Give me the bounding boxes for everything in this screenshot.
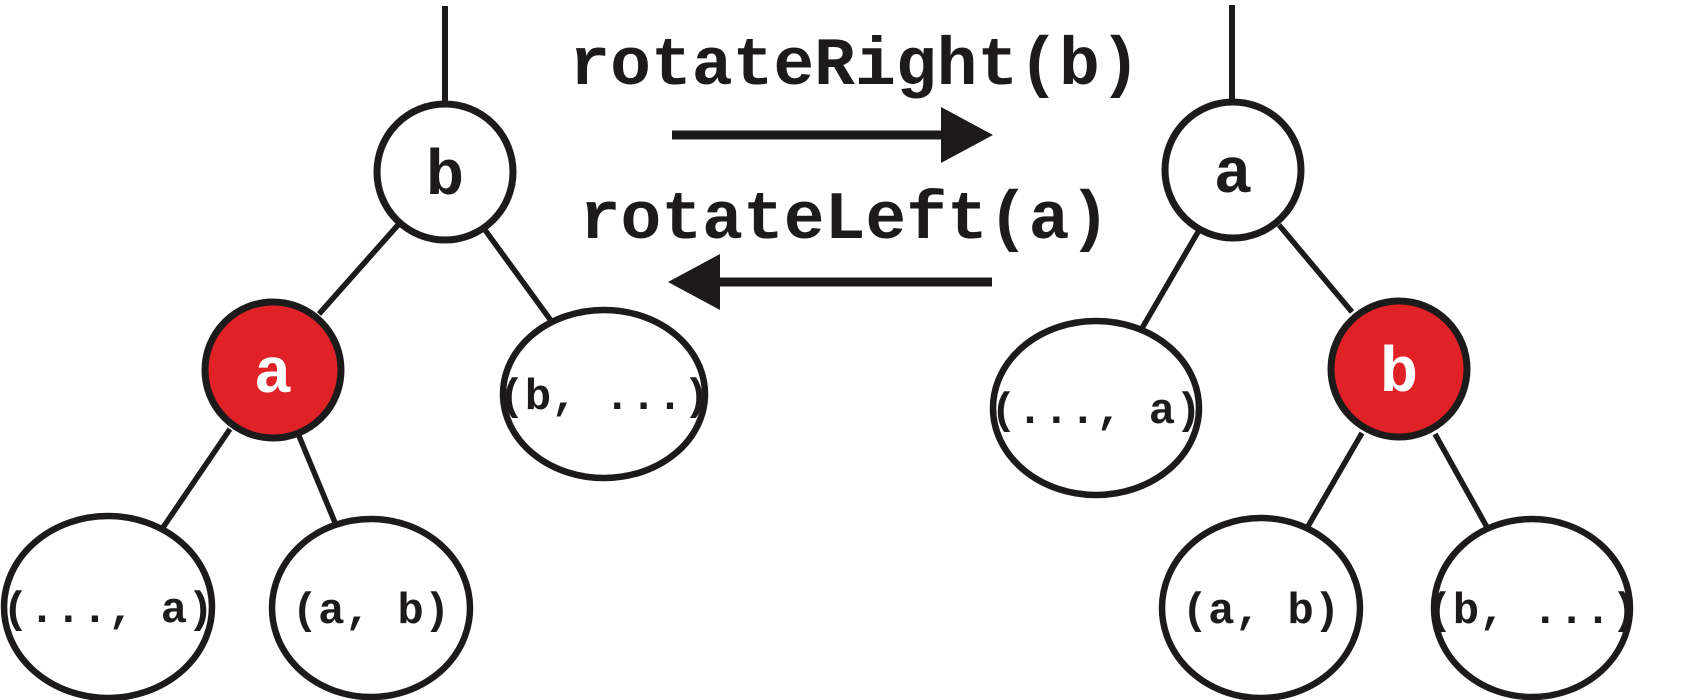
right-tree-red-child-node: [1327, 297, 1471, 441]
right-tree-middle-subtree-label: (a, b): [1182, 587, 1340, 637]
left-tree-middle-subtree-ellipse: [268, 515, 474, 700]
right-tree-rightmost-subtree-label: (b, ...): [1426, 587, 1637, 637]
left-tree-red-child-node: [201, 298, 345, 442]
left-tree-root-node: [373, 100, 517, 244]
left-tree-right-subtree-label: (b, ...): [498, 373, 709, 423]
left-tree-edge-b-to-right-subtree: [482, 228, 555, 324]
right-tree-left-subtree-ellipse: [989, 317, 1203, 499]
rotate-left-arrow-icon: [668, 254, 992, 310]
rotation-operations: rotateRight(b) rotateLeft(a): [569, 28, 1141, 310]
left-tree-edge-b-to-a: [316, 223, 401, 316]
left-tree-leftmost-subtree-label: (..., a): [2, 586, 213, 636]
right-tree-root-node: [1161, 98, 1305, 242]
right-tree-edge-a-to-b: [1276, 223, 1355, 314]
right-tree-red-child-label: b: [1380, 339, 1418, 411]
right-tree-rightmost-subtree-ellipse: [1430, 515, 1634, 700]
right-tree-left-subtree-label: (..., a): [990, 387, 1201, 437]
right-tree-middle-subtree-ellipse: [1158, 514, 1364, 700]
rotate-right-arrow-head: [941, 107, 993, 163]
right-tree-edge-b-to-right-subtree: [1432, 432, 1491, 531]
rotate-right-label: rotateRight(b): [569, 28, 1140, 105]
right-tree: (..., a) (a, b) (b, ...) a b: [989, 5, 1638, 700]
right-tree-root-label: a: [1214, 140, 1252, 212]
left-tree-root-label: b: [426, 142, 464, 214]
left-tree: (b, ...) (..., a) (a, b) b a: [0, 6, 710, 700]
rotate-right-arrow-icon: [672, 107, 993, 163]
left-tree-leftmost-subtree-ellipse: [0, 512, 216, 700]
rotate-left-label: rotateLeft(a): [580, 182, 1111, 259]
left-tree-edge-a-to-right-subtree: [296, 434, 339, 527]
left-tree-middle-subtree-label: (a, b): [292, 587, 450, 637]
right-tree-edge-a-to-left-subtree: [1138, 230, 1201, 332]
left-tree-red-child-label: a: [254, 340, 292, 412]
right-tree-edge-b-to-left-subtree: [1304, 431, 1365, 530]
left-tree-edge-a-to-left-subtree: [159, 427, 233, 531]
left-tree-right-subtree-ellipse: [499, 306, 709, 482]
rotate-left-arrow-head: [668, 254, 720, 310]
